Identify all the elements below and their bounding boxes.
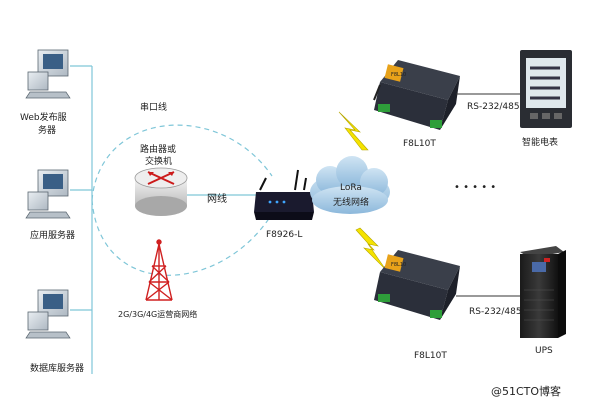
db-server-label: 数据库服务器 — [30, 362, 84, 374]
lightning-top-icon — [338, 111, 369, 151]
node-top-badge: F8L10 — [391, 72, 406, 78]
wireless-dashed-arc — [91, 199, 273, 276]
serial-dashed-arc — [91, 124, 273, 201]
cell-tower-icon — [145, 239, 173, 301]
ethernet-label: 网线 — [207, 192, 227, 205]
lora-label-2: 无线网络 — [333, 196, 369, 208]
web-server-label-2: 务器 — [38, 124, 56, 136]
more-devices-ellipsis: • • • • • — [454, 182, 496, 193]
node-bottom-device-icon — [374, 250, 460, 320]
smart-meter-icon — [520, 50, 572, 128]
db-server-icon — [25, 289, 71, 339]
router-icon — [134, 167, 188, 216]
rs-bottom-label: RS-232/485 — [469, 307, 522, 317]
gateway-device-icon — [254, 169, 314, 220]
rs-top-label: RS-232/485 — [467, 102, 520, 112]
app-server-icon — [25, 169, 71, 219]
node-bottom-label: F8L10T — [414, 351, 447, 361]
node-bottom-badge: F8L10 — [391, 262, 406, 268]
carrier-network-label: 2G/3G/4G运营商网络 — [118, 309, 197, 319]
app-server-label: 应用服务器 — [30, 229, 75, 241]
router-label-1: 路由器或 — [140, 143, 176, 155]
ups-label: UPS — [535, 346, 553, 356]
router-label-2: 交换机 — [145, 155, 172, 167]
serial-line-label: 串口线 — [140, 101, 167, 113]
ups-icon — [520, 246, 566, 338]
lora-cloud-icon — [310, 156, 390, 214]
node-top-device-icon — [373, 60, 460, 130]
smart-meter-label: 智能电表 — [522, 136, 558, 148]
web-server-icon — [25, 49, 71, 99]
lightning-bottom-icon — [355, 227, 387, 271]
web-server-label-1: Web发布服 — [20, 111, 67, 123]
gateway-label: F8926-L — [266, 230, 302, 240]
watermark: @51CTO博客 — [491, 384, 561, 398]
node-top-label: F8L10T — [403, 139, 436, 149]
lora-label-1: LoRa — [340, 183, 362, 193]
